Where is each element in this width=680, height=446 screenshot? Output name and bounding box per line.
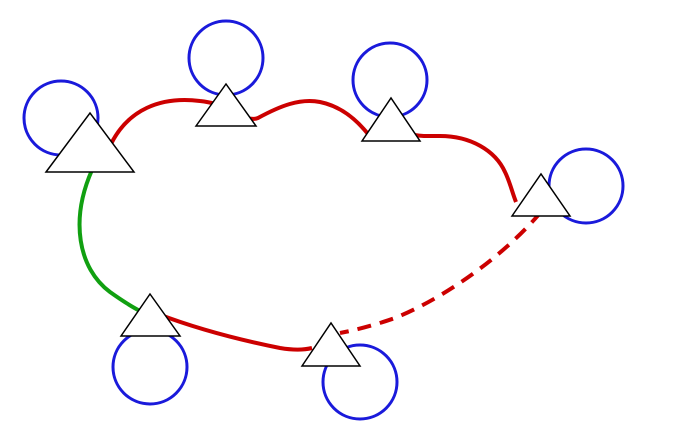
node-n4-triangle <box>510 172 572 217</box>
self-loop-circle-n5 <box>111 328 189 406</box>
node-n5-triangle <box>119 292 182 337</box>
node-n2-triangle <box>194 82 258 127</box>
edge-n5-n6 <box>157 312 313 352</box>
node-n3-triangle <box>360 96 422 142</box>
node-n1-triangle <box>44 111 136 173</box>
edge-n4-n6 <box>339 210 543 335</box>
self-loop-circle-n6 <box>321 343 399 421</box>
nodes <box>44 82 572 367</box>
edge-n1-n5 <box>77 169 143 314</box>
node-n6-triangle <box>300 321 362 367</box>
